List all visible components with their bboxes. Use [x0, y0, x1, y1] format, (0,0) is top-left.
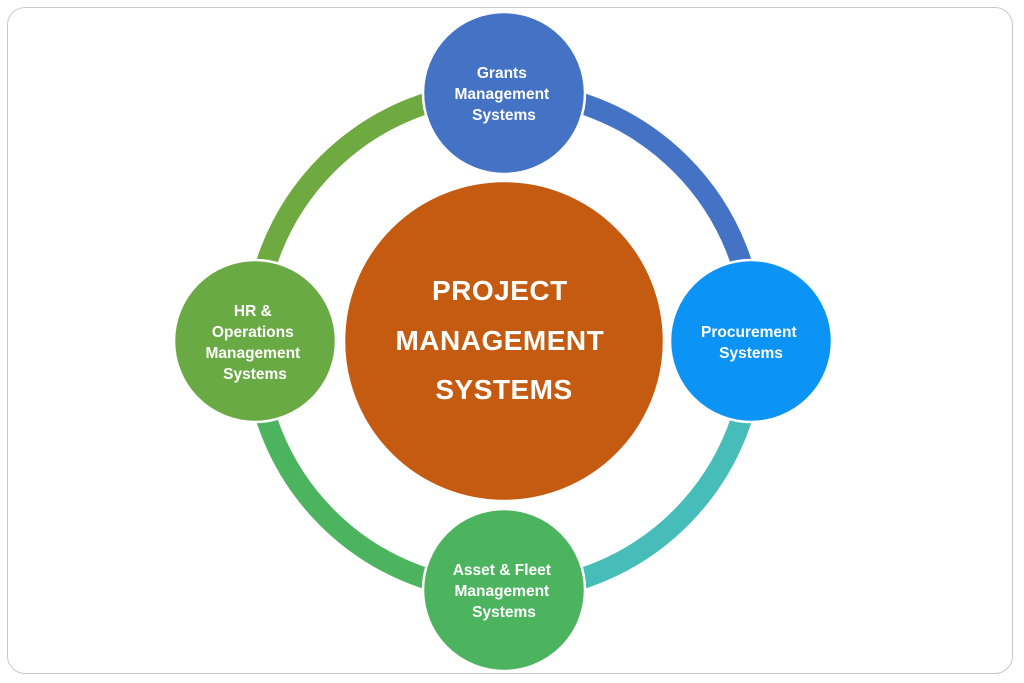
node-procurement: Procurement Systems	[668, 258, 834, 424]
node-asset-fleet-label: Asset & Fleet Management Systems	[453, 562, 556, 621]
node-procurement-label: Procurement Systems	[701, 324, 801, 362]
node-hr-operations: HR & Operations Management Systems	[172, 258, 338, 424]
node-grants-label: Grants Management Systems	[454, 65, 553, 124]
node-grants: Grants Management Systems	[421, 10, 587, 176]
center-node: PROJECT MANAGEMENT SYSTEMS	[342, 179, 666, 503]
node-asset-fleet: Asset & Fleet Management Systems	[421, 507, 587, 673]
node-hr-operations-label: HR & Operations Management Systems	[205, 303, 304, 383]
center-label: PROJECT MANAGEMENT SYSTEMS	[395, 275, 612, 405]
